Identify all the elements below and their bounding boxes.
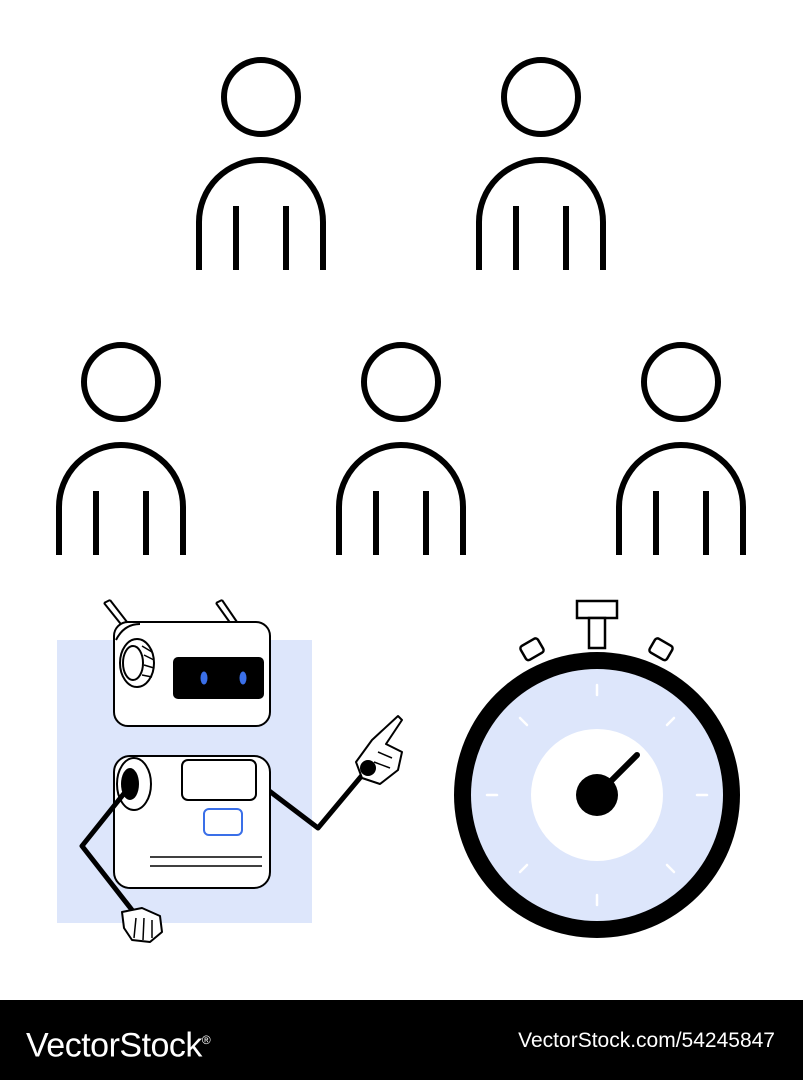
robot-head — [113, 621, 271, 727]
person-icon — [476, 57, 606, 270]
person-icon — [196, 57, 326, 270]
person-icon — [616, 342, 746, 555]
image-url: VectorStock.com/54245847 — [518, 1029, 775, 1052]
robot-pointing-hand — [355, 715, 403, 785]
robot-left-hand — [121, 907, 163, 943]
brand-registered-mark: ® — [201, 1033, 211, 1047]
brand-logo: VectorStock® — [26, 1018, 211, 1067]
brand-name: VectorStock — [26, 1026, 202, 1065]
robot-icon — [57, 599, 403, 943]
robot-eye-left — [200, 671, 208, 685]
person-icon — [336, 342, 466, 555]
illustration-canvas — [56, 57, 746, 943]
watermark-footer: VectorStock® VectorStock.com/54245847 — [0, 1000, 803, 1080]
person-icon — [56, 342, 186, 555]
robot-eye-right — [239, 671, 247, 685]
illustration-svg — [56, 57, 746, 943]
robot-visor — [173, 657, 264, 699]
stopwatch-icon — [454, 599, 740, 938]
robot-body — [113, 755, 271, 889]
